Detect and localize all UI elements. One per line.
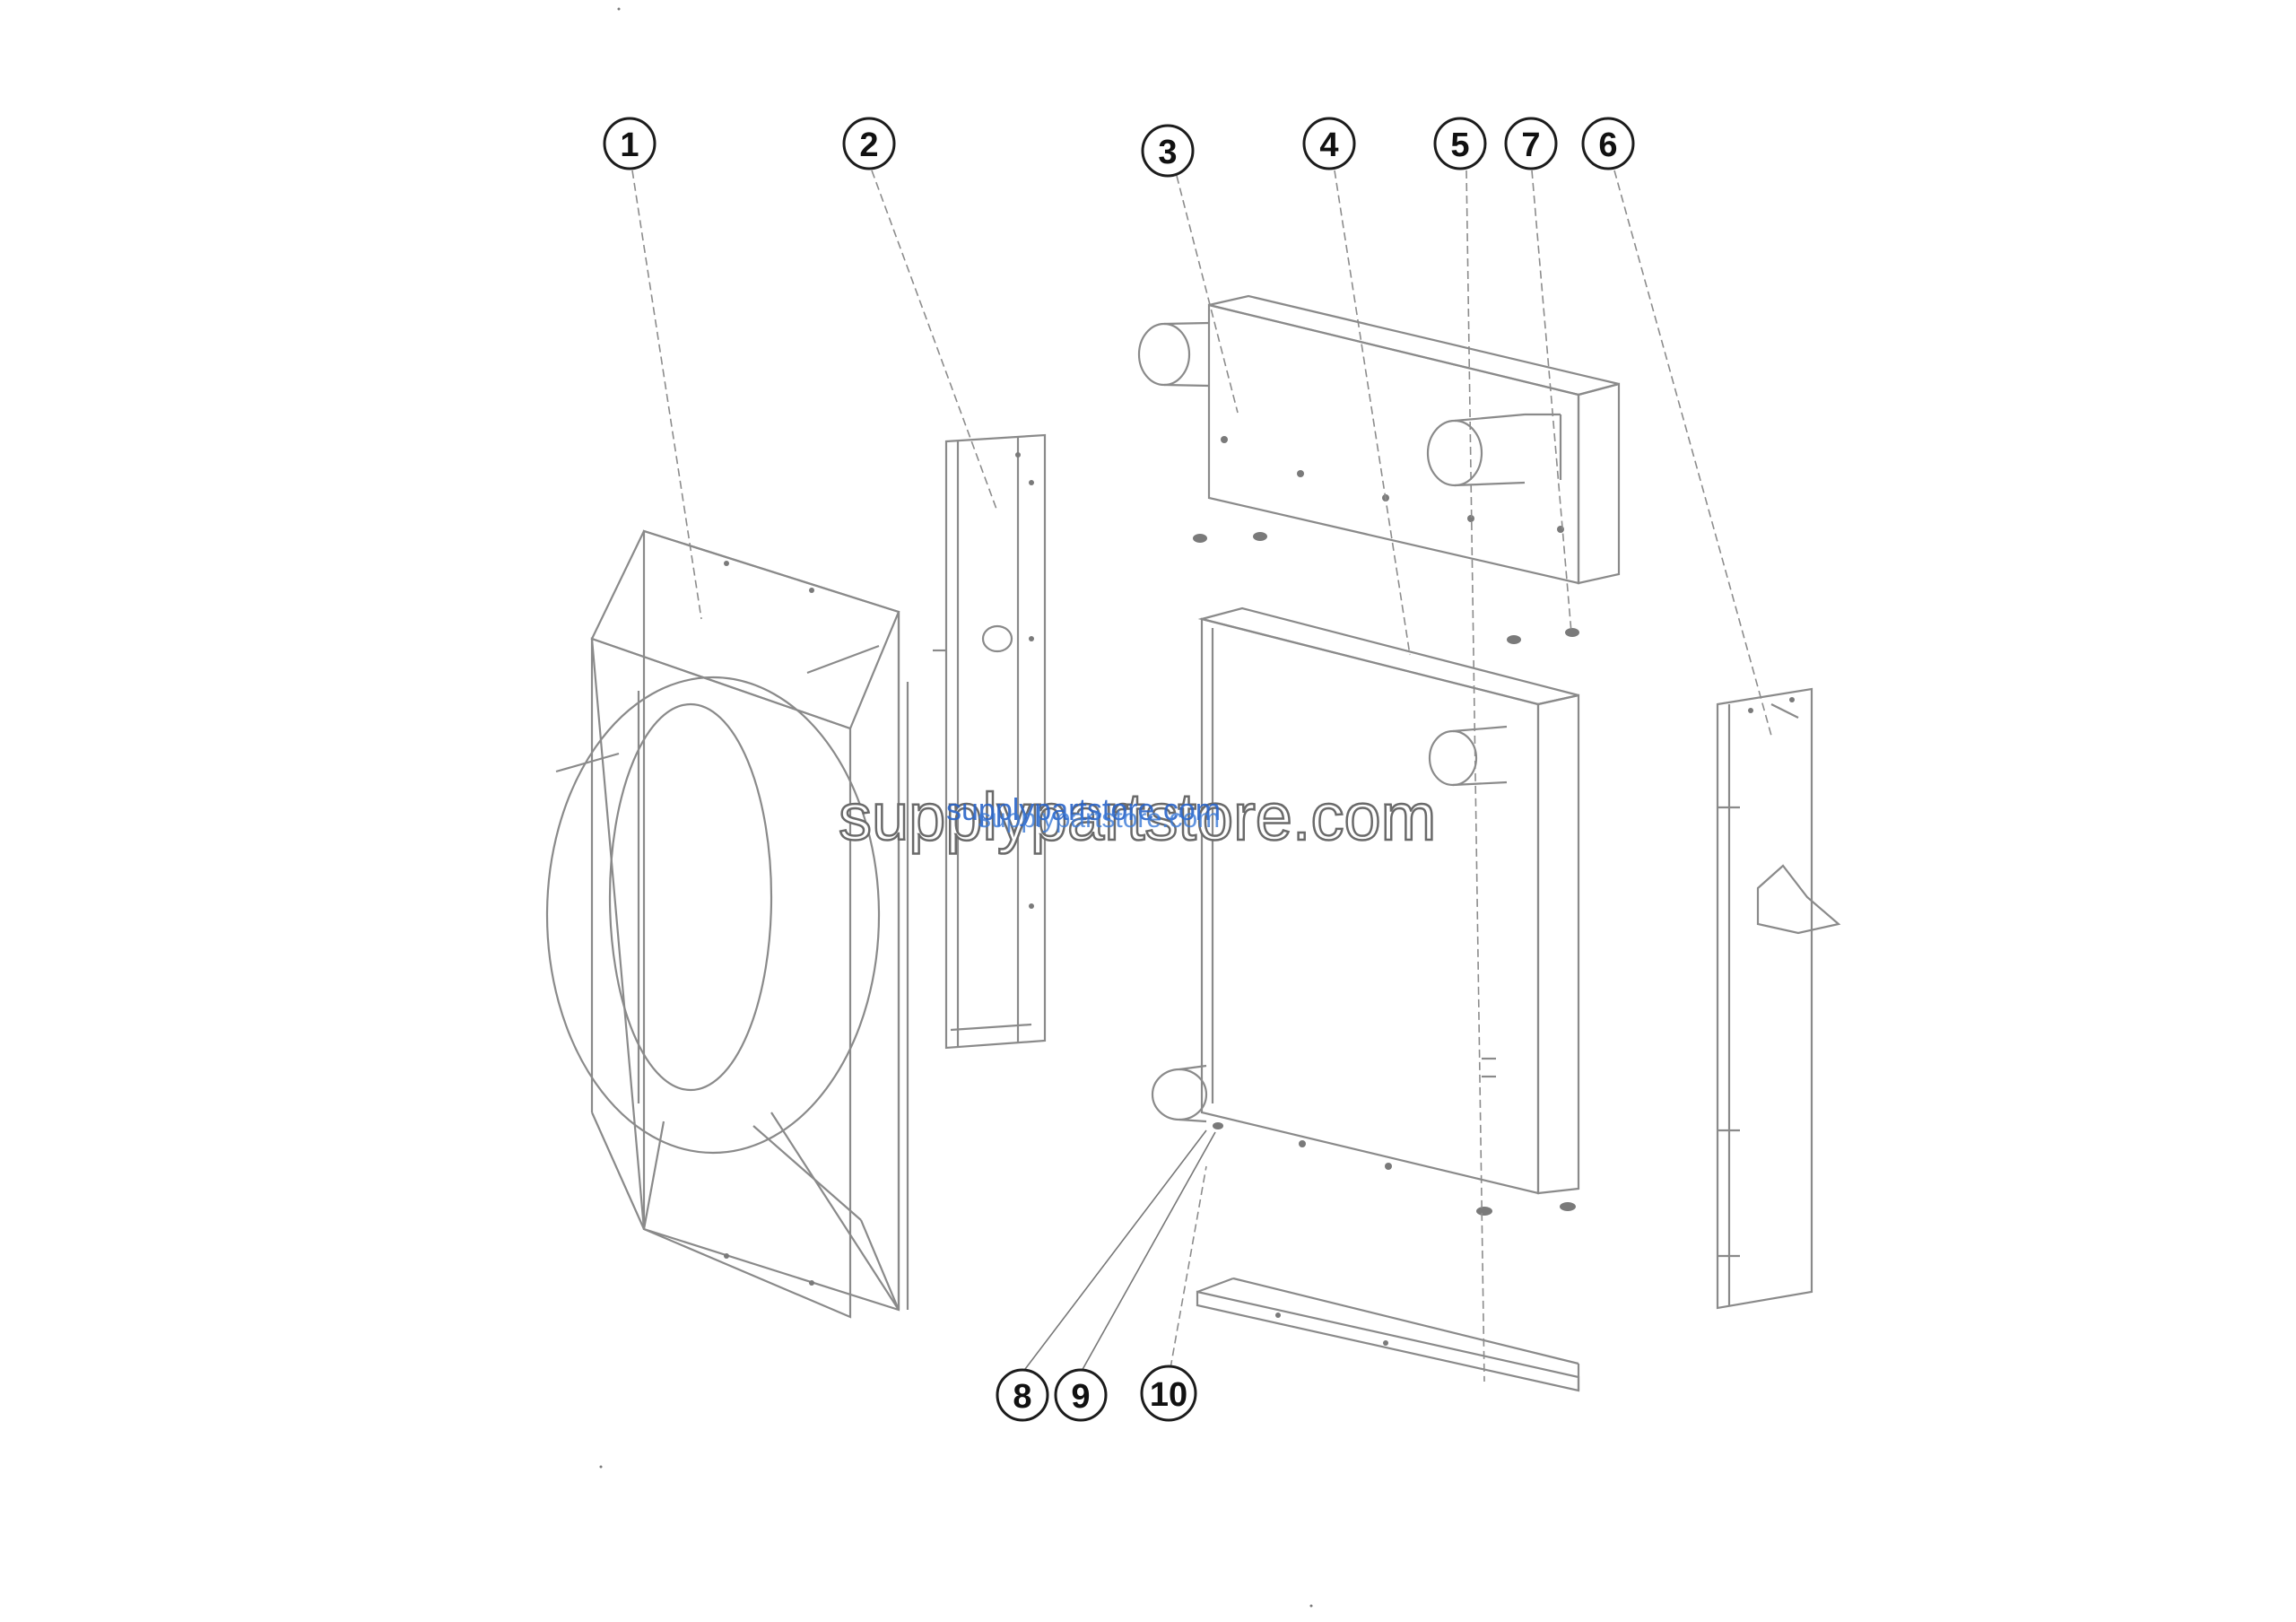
svg-text:10: 10 bbox=[1150, 1376, 1187, 1414]
callout-3: 3 bbox=[1141, 124, 1195, 178]
svg-text:9: 9 bbox=[1071, 1378, 1090, 1416]
callout-7: 7 bbox=[1504, 117, 1558, 170]
svg-text:1: 1 bbox=[620, 126, 639, 164]
callout-10: 10 bbox=[1140, 1365, 1197, 1422]
svg-text:5: 5 bbox=[1450, 126, 1469, 164]
callout-1: 1 bbox=[603, 117, 657, 170]
watermark-overlay: supplypartstore.com bbox=[946, 793, 1222, 827]
part-intercooler-top bbox=[1137, 294, 1621, 644]
part-fan-shroud bbox=[545, 529, 909, 1319]
svg-text:7: 7 bbox=[1521, 126, 1540, 164]
callout-8: 8 bbox=[996, 1368, 1049, 1422]
part-side-plate bbox=[933, 433, 1047, 1050]
callout-5: 5 bbox=[1433, 117, 1487, 170]
part-right-bracket bbox=[1716, 687, 1841, 1310]
watermark-main: supplypartstore.com bbox=[838, 779, 1438, 856]
svg-text:4: 4 bbox=[1319, 126, 1338, 164]
leader-lines bbox=[631, 170, 1772, 1382]
callout-4: 4 bbox=[1302, 117, 1356, 170]
svg-text:3: 3 bbox=[1158, 134, 1177, 171]
svg-text:2: 2 bbox=[859, 126, 878, 164]
watermark-overlay-secondary: supplypartstore.com bbox=[978, 804, 1221, 833]
svg-text:8: 8 bbox=[1013, 1378, 1031, 1416]
svg-text:6: 6 bbox=[1598, 126, 1617, 164]
callout-2: 2 bbox=[842, 117, 896, 170]
part-bottom-channel bbox=[1196, 1277, 1580, 1392]
callout-6: 6 bbox=[1581, 117, 1635, 170]
callout-9: 9 bbox=[1054, 1368, 1108, 1422]
part-radiator-core bbox=[1151, 606, 1580, 1216]
